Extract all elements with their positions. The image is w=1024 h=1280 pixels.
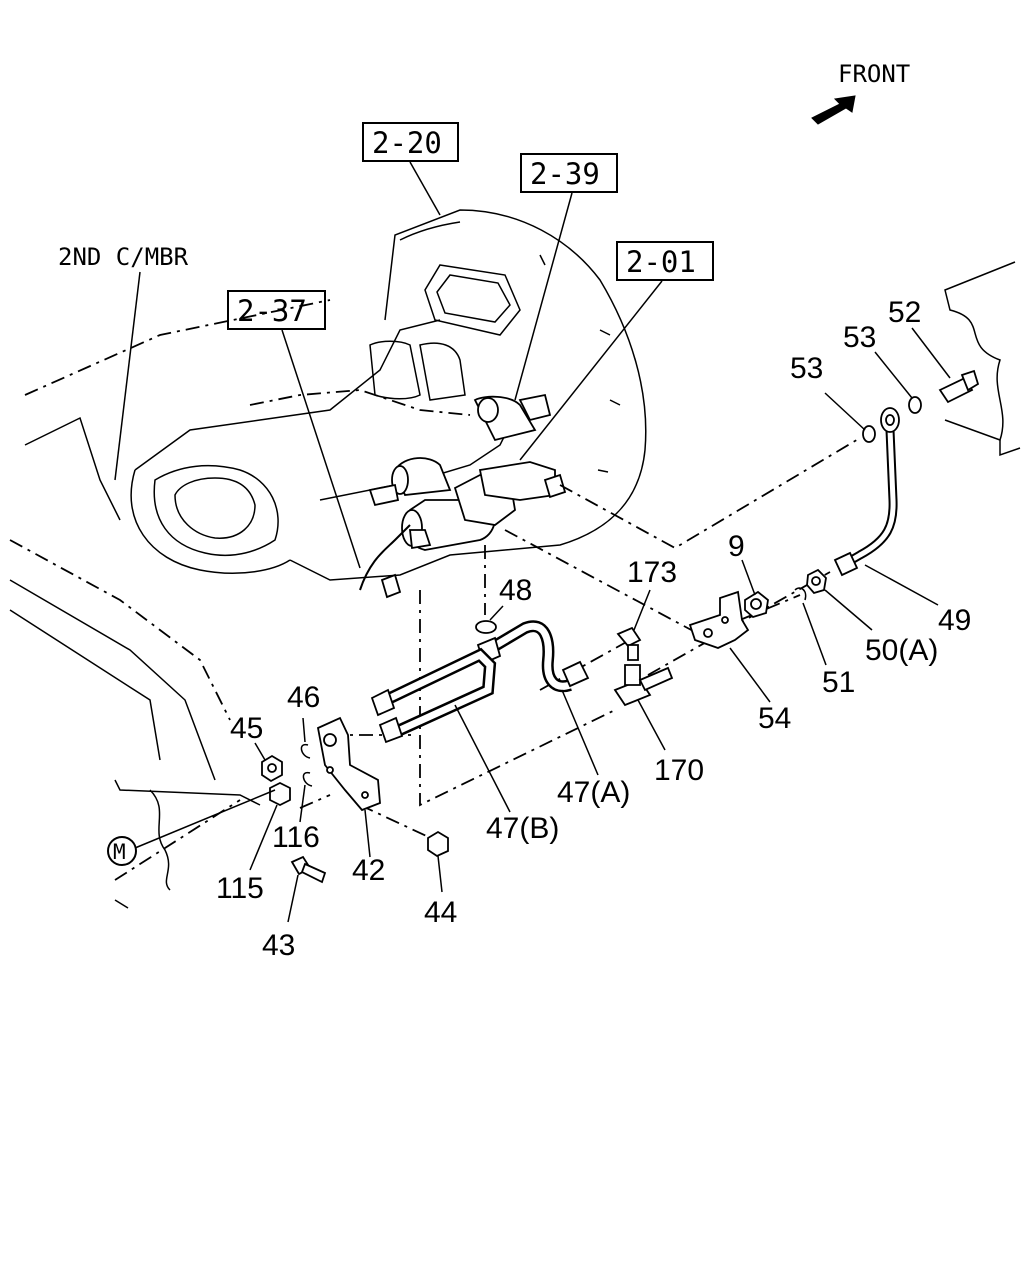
ref-2-20-text: 2-20 [372,126,442,160]
pipe-2-37-fitting [380,573,402,599]
nut-50a [806,568,827,595]
nut-45 [261,754,283,783]
part-number-48: 48 [499,574,532,607]
part-number-47a: 47(A) [557,776,630,809]
bracket-54 [688,590,750,649]
pipe-47b [370,647,497,744]
ref-2-01-text: 2-01 [626,245,696,279]
part-number-116: 116 [272,821,320,854]
part-number-54: 54 [758,702,791,735]
ref-box-2-01: 2-01 [616,241,714,281]
part-number-44: 44 [424,896,457,929]
part-labels: 52 53 53 9 173 48 49 50(A) 51 54 170 47(… [216,296,971,962]
part-number-43: 43 [262,929,295,962]
m-marker: M [107,836,137,866]
part-number-9: 9 [728,530,745,563]
front-direction-indicator: FRONT [811,60,910,125]
part-number-52: 52 [888,296,921,329]
ref-2-39-text: 2-39 [530,157,600,191]
nut-9 [744,590,769,619]
assembly-leaders [299,437,861,841]
nut-44 [427,830,449,858]
part-number-53-a: 53 [843,321,876,354]
m-marker-text: M [113,840,126,864]
o-ring-48 [475,620,497,634]
part-number-53-b: 53 [790,352,823,385]
bolt-52 [938,369,980,404]
nut-115 [269,781,291,807]
clip-46 [300,743,311,759]
front-arrow-icon [811,95,856,125]
pipe-47a [476,620,590,693]
ref-box-2-39: 2-39 [520,153,618,193]
crossmember-leader [114,271,141,481]
clip-116 [302,771,313,787]
clutch-actuator [368,393,567,551]
part-number-47b: 47(B) [486,812,559,845]
connector-173 [616,626,642,661]
ref-2-37-leader [281,329,361,569]
part-number-49: 49 [938,604,971,637]
clip-51 [794,587,807,601]
part-number-173: 173 [627,556,677,589]
part-number-115: 115 [216,872,264,905]
transmission-assembly [130,209,647,581]
part-number-46: 46 [287,681,320,714]
ref-2-37-text: 2-37 [237,294,307,328]
part-number-45: 45 [230,712,263,745]
ref-box-2-20: 2-20 [362,122,459,162]
ref-2-39-leader [514,192,573,401]
bracket-42 [316,716,381,812]
part-number-50a: 50(A) [865,634,938,667]
part-leaders [134,327,951,923]
bolt-43 [290,855,327,884]
pipe-2-37 [359,524,411,591]
front-label: FRONT [838,60,910,88]
ref-2-20-leader [409,161,441,216]
washer-53-b [862,425,876,443]
part-number-42: 42 [352,854,385,887]
washer-53-a [908,396,922,414]
pipe-49 [833,407,900,577]
part-number-170: 170 [654,754,704,787]
second-crossmember-label: 2ND C/MBR [58,243,189,271]
part-number-51: 51 [822,666,855,699]
tee-170 [613,664,674,707]
ref-box-2-37: 2-37 [227,290,326,330]
ref-2-01-leader [519,280,663,461]
